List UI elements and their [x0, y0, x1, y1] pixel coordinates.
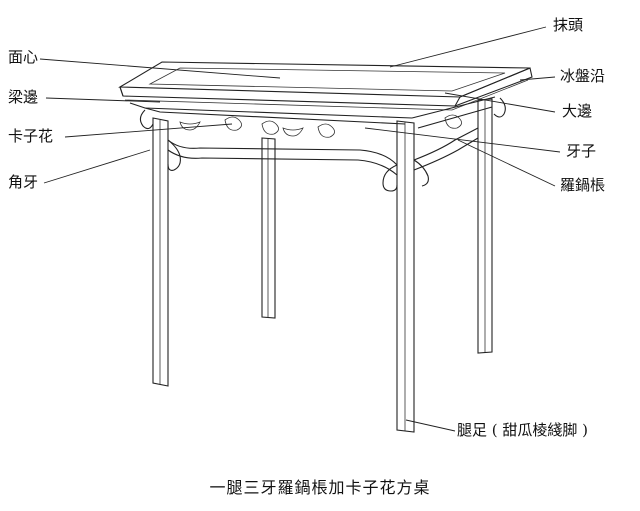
- leg-front-left: [152, 117, 169, 387]
- strut-4: [444, 114, 462, 129]
- strut-3: [317, 123, 335, 138]
- tabletop-molding: [124, 79, 529, 111]
- leader-dabian: [444, 92, 556, 113]
- spandrel-top-right: [493, 97, 506, 118]
- spandrel-top-left: [139, 109, 154, 130]
- strut-2: [261, 120, 279, 135]
- side-apron-top: [411, 96, 496, 119]
- leader-lines: [39, 26, 561, 432]
- leader-binpanyan: [519, 76, 556, 81]
- leg-back-left: [261, 137, 276, 319]
- label-liangbian: 梁邊: [8, 88, 39, 106]
- spandrel-front-left: [167, 139, 181, 171]
- tabletop: [118, 61, 533, 111]
- leader-jiaoya: [43, 149, 151, 184]
- front-apron-top: [129, 102, 413, 119]
- label-binpanyan: 冰盤沿: [560, 67, 606, 85]
- figure-caption: 一腿三牙羅鍋棖加卡子花方桌: [209, 478, 431, 497]
- label-tuizu: 腿足 ( 甜瓜棱綫脚 ): [457, 421, 589, 439]
- label-luoguochang: 羅鍋棖: [560, 176, 606, 194]
- spandrel-front-right: [382, 164, 398, 192]
- leg-front-right: [396, 120, 415, 433]
- label-mianxin: 面心: [8, 48, 39, 66]
- leader-miantou: [389, 26, 547, 68]
- leader-kazihua: [64, 123, 233, 138]
- legs: [152, 98, 493, 433]
- spandrel-side-right: [413, 159, 429, 187]
- leader-yazi: [364, 127, 561, 153]
- leader-mianxin: [39, 58, 281, 79]
- tabletop-panel: [148, 67, 506, 92]
- leader-luoguochang: [457, 139, 556, 187]
- strut-1: [224, 116, 242, 131]
- label-yazi: 牙子: [566, 142, 597, 160]
- label-miantou: 抹頭: [553, 16, 584, 34]
- carved-struts: [179, 114, 462, 138]
- side-stretcher: [413, 127, 479, 161]
- apron: [129, 96, 496, 129]
- tabletop-surface: [118, 61, 531, 98]
- humpback-stretchers: [167, 127, 479, 176]
- tabletop-side-edge: [454, 67, 533, 107]
- leader-tuizu: [405, 419, 456, 432]
- front-stretcher: [167, 139, 398, 166]
- leg-back-right: [477, 98, 493, 354]
- corner-spandrels: [139, 97, 506, 192]
- label-jiaoya: 角牙: [8, 173, 39, 191]
- leader-liangbian: [45, 97, 161, 103]
- label-kazihua: 卡子花: [8, 127, 54, 145]
- label-dabian: 大邊: [562, 102, 593, 120]
